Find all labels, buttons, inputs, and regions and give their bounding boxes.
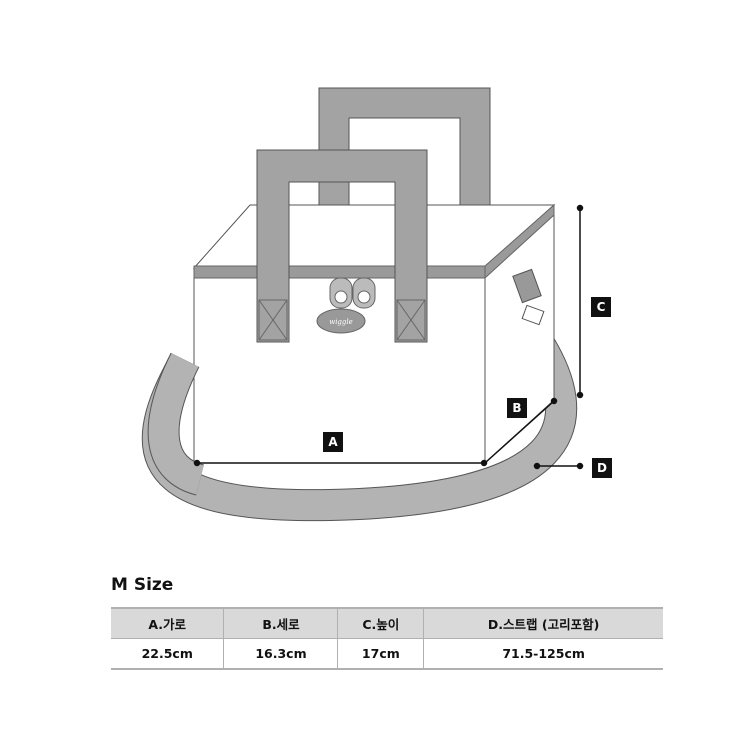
front-handle bbox=[256, 149, 428, 343]
value-strap: 71.5-125cm bbox=[423, 638, 663, 670]
header-width: A.가로 bbox=[111, 607, 224, 639]
header-depth: B.세로 bbox=[223, 607, 338, 639]
zipper-pull-icon bbox=[329, 277, 376, 309]
size-table: A.가로 B.세로 C.높이 D.스트랩 (고리포함) 22.5cm 16.3c… bbox=[111, 607, 663, 670]
header-strap: D.스트랩 (고리포함) bbox=[423, 607, 663, 639]
value-width: 22.5cm bbox=[111, 638, 224, 670]
value-height: 17cm bbox=[337, 638, 424, 670]
value-depth: 16.3cm bbox=[223, 638, 338, 670]
size-title: M Size bbox=[111, 575, 174, 595]
header-height: C.높이 bbox=[337, 607, 424, 639]
table-row: 22.5cm 16.3cm 17cm 71.5-125cm bbox=[111, 638, 663, 670]
table-header-row: A.가로 B.세로 C.높이 D.스트랩 (고리포함) bbox=[111, 607, 663, 639]
label-a: A bbox=[323, 432, 343, 452]
label-c: C bbox=[591, 297, 611, 317]
zipper bbox=[193, 265, 486, 279]
label-d: D bbox=[592, 458, 612, 478]
label-b: B bbox=[507, 398, 527, 418]
svg-text:wiggle: wiggle bbox=[329, 318, 353, 326]
side-ring-icon bbox=[512, 268, 542, 304]
bag-diagram: wiggle bbox=[141, 87, 584, 522]
logo bbox=[316, 308, 366, 334]
